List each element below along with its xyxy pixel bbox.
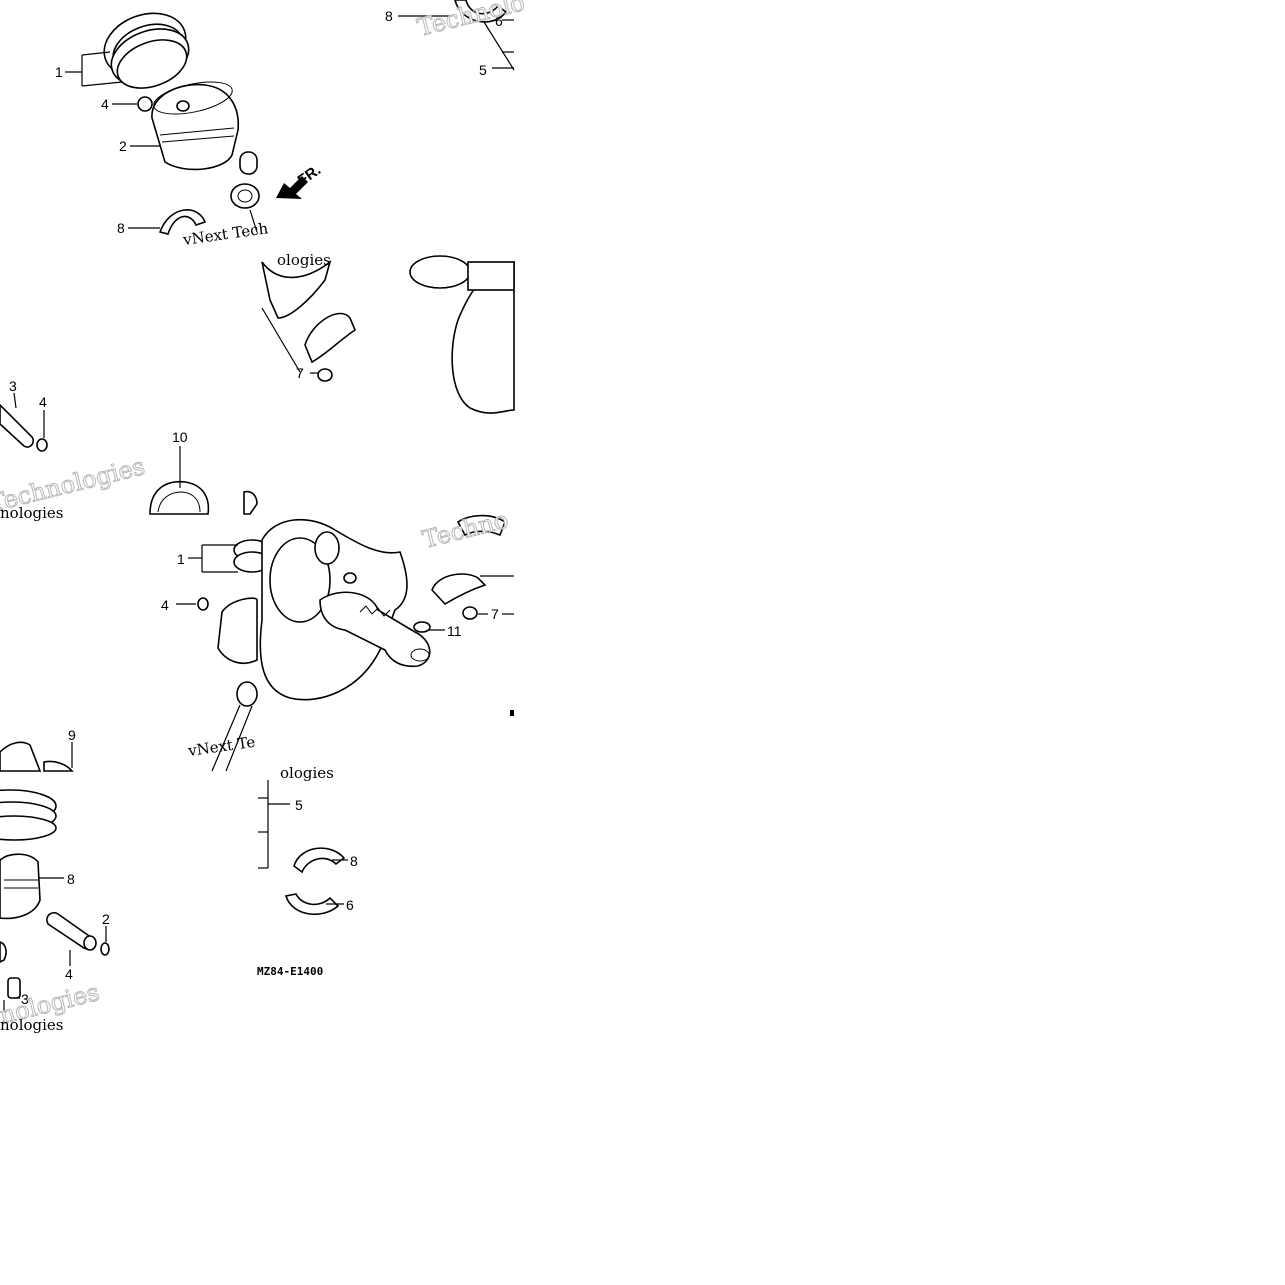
- watermark-partial-2: ologies: [280, 764, 334, 782]
- callout-5-b: 5: [295, 797, 303, 813]
- circlip-4-mid: [36, 438, 48, 452]
- circlip-4-top: [137, 96, 153, 112]
- drawing-code: MZ84-E1400: [257, 965, 323, 978]
- callout-7-a: 7: [296, 365, 304, 381]
- callout-8-c: 8: [350, 853, 358, 869]
- con-rod-cap-lower: [431, 514, 506, 606]
- piston-pin-mid: [0, 403, 35, 448]
- piston-pin-top: [239, 151, 258, 175]
- callout-6-b: 3: [21, 991, 29, 1007]
- callout-8-d: 6: [346, 897, 354, 913]
- piston-rings-set-top: [103, 12, 190, 89]
- callout-1-a: 1: [55, 64, 63, 80]
- con-rod-cap: [261, 259, 332, 319]
- bearing-shell-8-lower-b: [284, 893, 340, 915]
- piston-mid: [217, 597, 258, 664]
- callout-8-a: 8: [117, 220, 125, 236]
- woodruff-key-11: [413, 621, 431, 633]
- timing-sprocket-10: [149, 481, 210, 515]
- piston-rings-set-lower: [0, 789, 57, 841]
- callout-10-a: 10: [172, 429, 188, 445]
- crankshaft-main: [259, 518, 431, 701]
- callout-6-a: 6: [495, 13, 503, 29]
- callout-5-a: 5: [479, 62, 487, 78]
- callout-4-d: 2: [102, 911, 110, 927]
- watermark-outline-3: Techno: [420, 506, 511, 554]
- callout-8-b: 8: [385, 8, 393, 24]
- watermark-serif-3: vNext Te: [186, 733, 256, 760]
- callout-7-b: 7: [491, 606, 499, 622]
- callout-3-b: 4: [65, 966, 73, 982]
- bearing-shell-8-top: [158, 209, 207, 235]
- circlip-4-lower-2: [100, 942, 110, 956]
- con-rod-small-end-top: [230, 183, 260, 233]
- bearing-shell-8-lower-a: [293, 847, 346, 874]
- nut-7: [462, 606, 478, 620]
- bearing-cap-7-region: [304, 312, 356, 382]
- callout-3-a: 3: [9, 378, 17, 394]
- watermark-partial-3: nologies: [0, 1016, 64, 1034]
- watermark-outline-1: Technolo: [415, 0, 528, 42]
- con-rod-mid: [211, 681, 258, 772]
- crankcase-9: [0, 741, 74, 772]
- piston-rings-set-mid: [233, 539, 271, 573]
- callout-9-a: 9: [68, 727, 76, 743]
- piston-lower: [0, 853, 41, 920]
- front-arrow-icon: [276, 176, 308, 199]
- crankshaft-upper: [409, 255, 515, 414]
- callout-1-b: 1: [177, 551, 185, 567]
- watermark-serif-2: ologies: [277, 251, 331, 269]
- piston-pin-lower: [46, 911, 97, 951]
- callout-2-a: 2: [119, 138, 127, 154]
- callout-2-b: 8: [67, 871, 75, 887]
- bearing-shell-top-right: [454, 0, 508, 23]
- piston-top: [151, 81, 240, 171]
- circlip-4-lower: [197, 597, 209, 611]
- callout-11-a: 11: [447, 623, 462, 639]
- callout-4-c: 4: [161, 597, 169, 613]
- watermark-serif-1: vNext Tech: [181, 219, 270, 249]
- callout-4-b: 4: [39, 394, 47, 410]
- watermark-partial-1: nologies: [0, 504, 64, 522]
- callout-4-a: 4: [101, 96, 109, 112]
